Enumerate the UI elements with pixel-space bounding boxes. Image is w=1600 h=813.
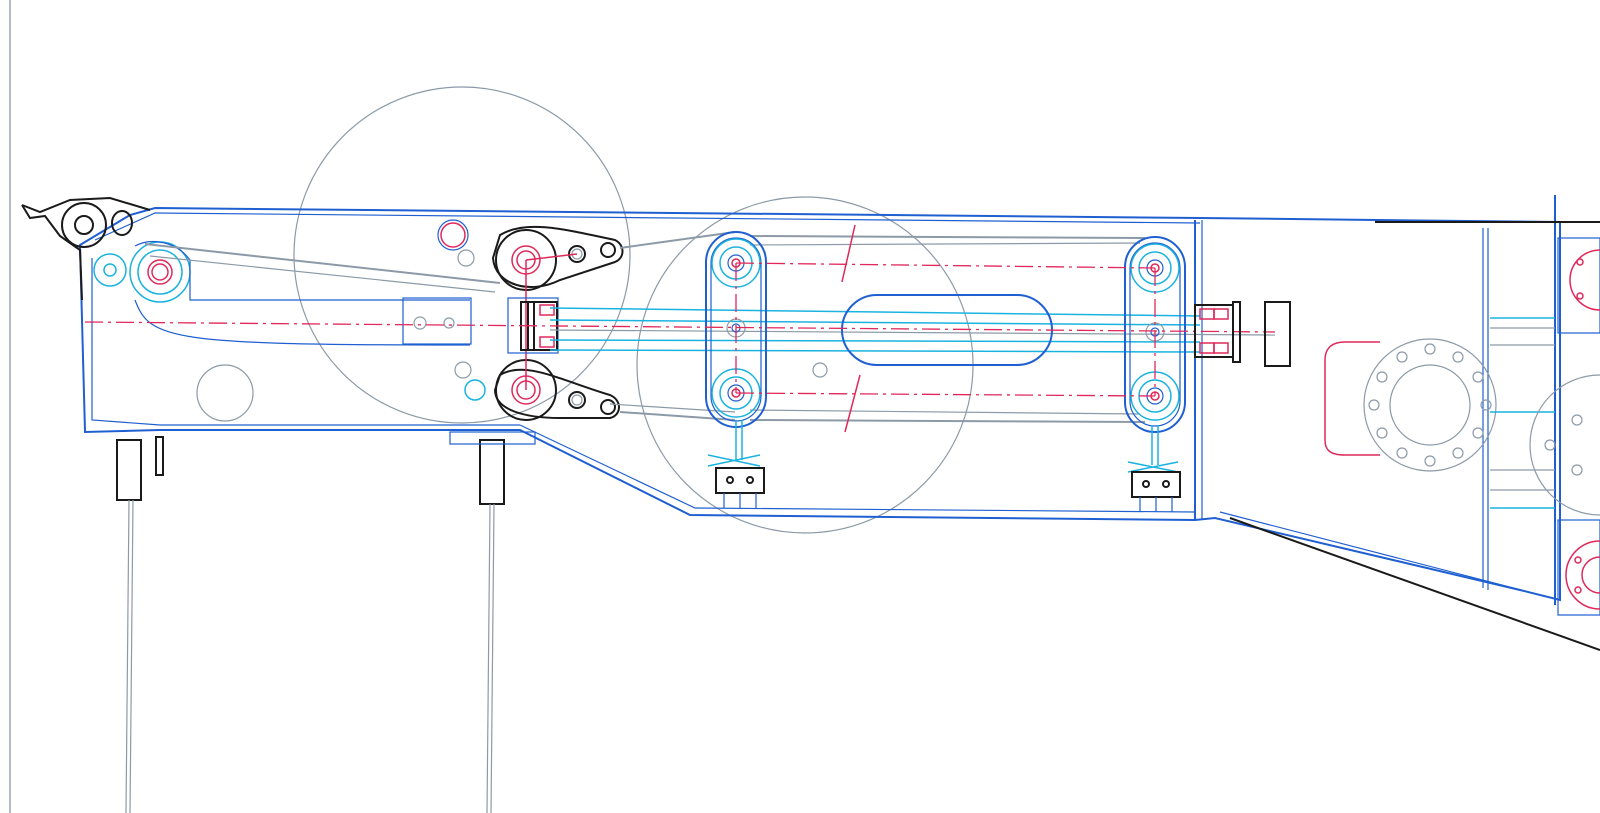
lower-lever-arm xyxy=(454,260,620,421)
left-pulley xyxy=(93,241,471,346)
micro-switch-left xyxy=(707,420,765,508)
main-frame xyxy=(78,195,1600,651)
slider-hole-b xyxy=(443,317,455,329)
reference-circle-left xyxy=(293,86,631,424)
slider-hole-a xyxy=(413,316,427,330)
round-window xyxy=(196,364,254,422)
right-edge-parts xyxy=(1529,237,1600,616)
micro-switch-right xyxy=(1127,425,1181,512)
belts xyxy=(144,231,1146,423)
centerlines xyxy=(84,224,1276,433)
hook-bracket xyxy=(21,196,151,301)
right-bearing xyxy=(1194,301,1291,367)
flange-bolt-holes xyxy=(1368,343,1492,467)
small-hole-grey xyxy=(457,249,475,267)
drive-rod xyxy=(549,307,1276,353)
small-hole-top xyxy=(440,222,466,248)
support-posts xyxy=(116,431,536,813)
slider-block xyxy=(402,297,472,345)
small-hole-top-inner xyxy=(437,219,469,251)
upper-lever-arm xyxy=(491,225,624,291)
flange xyxy=(1324,317,1555,509)
